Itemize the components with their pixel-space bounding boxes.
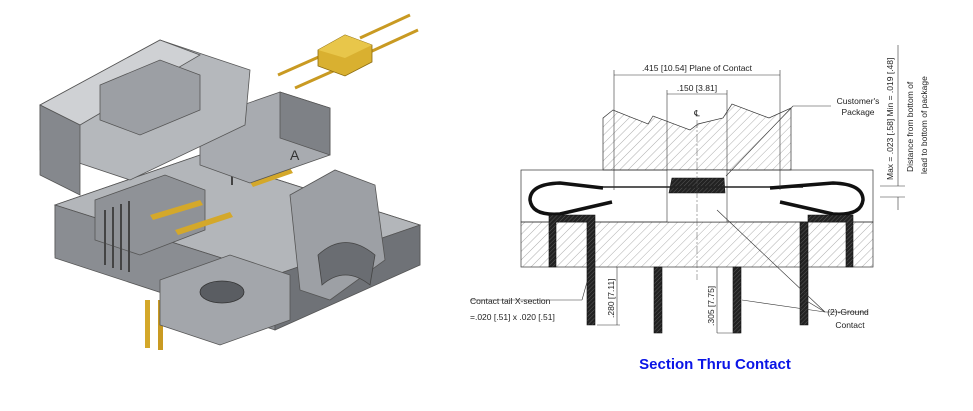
ground-contact-pin [732,266,742,334]
centerline-symbol: ℄ [693,108,700,118]
dim-280: .280 [7.11] [606,278,616,318]
section-title: Section Thru Contact [639,356,791,373]
contact-loop-left [528,181,613,216]
contact-tail-left [548,214,596,326]
package-body-section [668,177,726,194]
label-ground-contact-2: Contact [835,320,865,330]
socket-pin [145,300,150,348]
customer-package-3d [277,13,419,90]
section-drawing: .415 [10.54] Plane of Contact .150 [3.81… [470,45,929,334]
label-ground-contact-1: (2)-Ground [827,307,869,317]
dim-lead-distance: Max = .023 [.58] Min = .019 [.48] [885,58,895,180]
label-lead-distance-2: lead to bottom of package [919,76,929,174]
label-customers-package-1: Customer's [837,96,880,106]
label-lead-distance-1: Distance from bottom of [905,81,915,172]
dim-center-spacing: .150 [3.81] [677,83,717,93]
contact-tail-right [799,214,854,326]
label-customers-package-2: Package [841,107,874,117]
dim-305: .305 [7.75] [706,286,716,326]
mounting-hole [199,280,245,304]
ground-contact-pin [653,266,663,334]
socket-3d-render: A [39,13,422,350]
label-contact-tail-2: =.020 [.51] x .020 [.51] [470,312,555,322]
contact-loop-right [769,181,865,216]
pin1-marking: A [290,147,300,163]
dim-plane-of-contact: .415 [10.54] Plane of Contact [642,63,753,73]
label-contact-tail-1: Contact tail X-section [470,296,551,306]
